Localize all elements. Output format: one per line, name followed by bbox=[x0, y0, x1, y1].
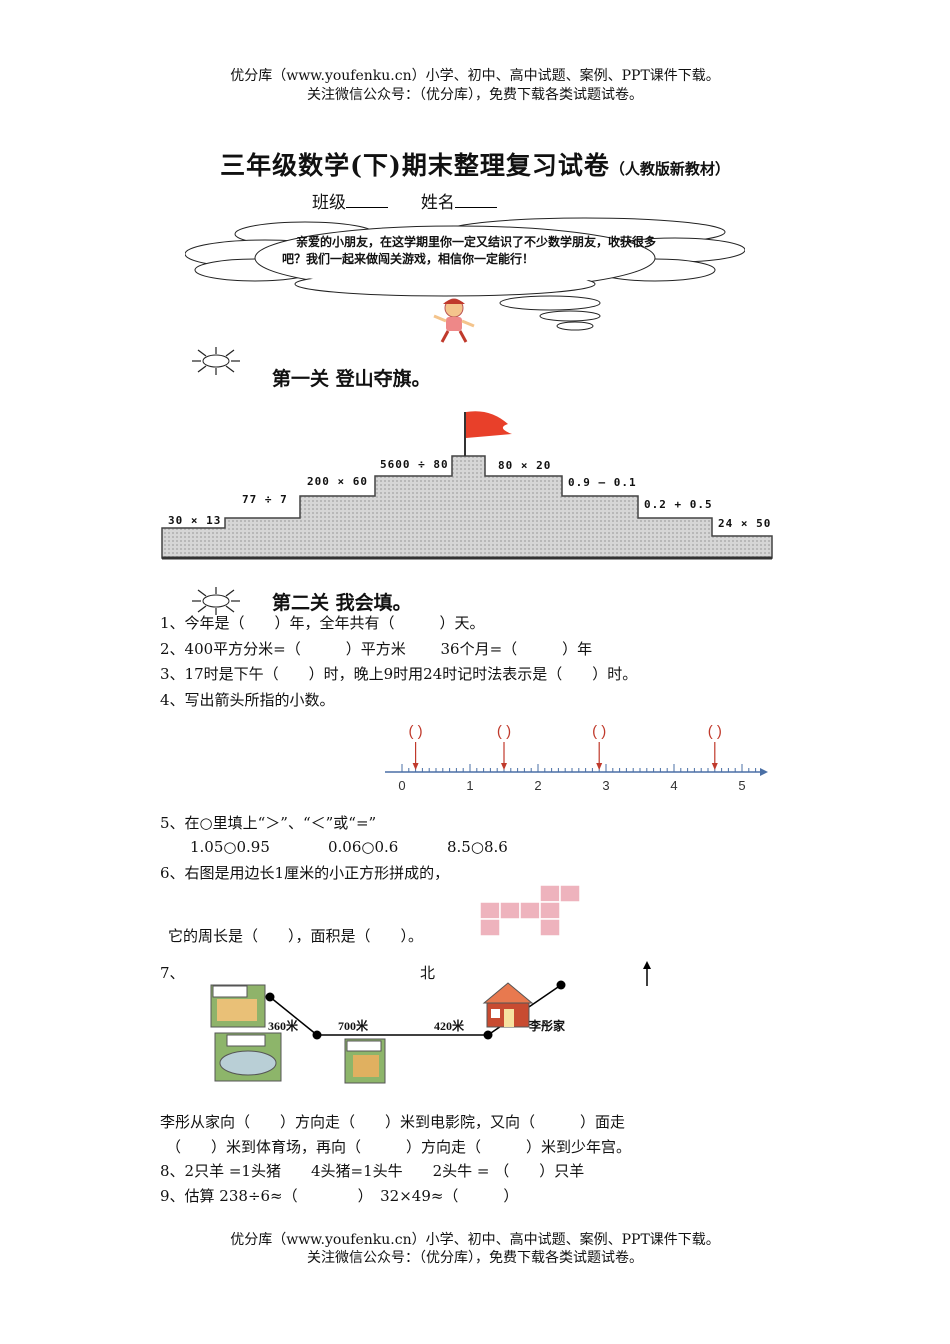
north-label: 北 bbox=[420, 964, 436, 982]
tick-label: 2 bbox=[534, 778, 541, 793]
distance-700: 700米 bbox=[338, 1019, 369, 1033]
question-8: 8、2只羊 =1头猪 4头猪=1头牛 2头牛 = （ ）只羊 bbox=[160, 1162, 585, 1180]
answer-bracket[interactable]: ( ) bbox=[497, 723, 511, 740]
title-main: 三年级数学(下)期末整理复习试卷 bbox=[220, 151, 610, 180]
footer-line-1: 优分库（www.youfenku.cn）小学、初中、高中试题、案例、PPT课件下… bbox=[230, 1232, 720, 1248]
number-line: 0 1 2 3 4 5 ( ) ( ) ( ) ( ) bbox=[385, 723, 768, 793]
arrow-head-icon bbox=[711, 763, 718, 770]
flag-icon bbox=[466, 411, 512, 438]
question-6a: 6、右图是用边长1厘米的小正方形拼成的， bbox=[160, 864, 450, 882]
route-map bbox=[210, 980, 566, 1084]
cartoon-girl-icon bbox=[433, 298, 475, 343]
intro-text: 亲爱的小朋友，在这学期里你一定又结识了不少数学朋友，收获很多吧？我们一起来做闯关… bbox=[282, 235, 657, 266]
footer-line-2: 关注微信公众号：（优分库），免费下载各类试题试卷。 bbox=[307, 1250, 643, 1266]
student-fields: 班级 姓名 bbox=[312, 188, 497, 213]
home-label: 李彤家 bbox=[529, 1019, 566, 1033]
speech-cloud-icon bbox=[185, 217, 745, 331]
sun-icon bbox=[192, 587, 240, 615]
stair-step-3: 200 × 60 bbox=[307, 475, 368, 488]
question-7-number: 7、 bbox=[160, 964, 185, 982]
axis-arrow-icon bbox=[760, 768, 768, 776]
section1-title: 第一关 登山夺旗。 bbox=[272, 368, 431, 390]
header-line-2: 关注微信公众号：（优分库），免费下载各类试题试卷。 bbox=[307, 87, 643, 103]
stair-step-5: 80 × 20 bbox=[498, 459, 552, 472]
stair-step-1: 30 × 13 bbox=[168, 514, 222, 527]
header-line-1: 优分库（www.youfenku.cn）小学、初中、高中试题、案例、PPT课件下… bbox=[230, 68, 720, 84]
north-arrow-icon bbox=[643, 961, 651, 986]
stair-step-7: 0.2 + 0.5 bbox=[644, 498, 713, 511]
tick-label: 3 bbox=[602, 778, 609, 793]
tick-label: 0 bbox=[398, 778, 405, 793]
compare-item-1[interactable]: 1.05○0.95 bbox=[190, 838, 270, 856]
house-icon bbox=[482, 982, 534, 1028]
distance-420: 420米 bbox=[434, 1019, 465, 1033]
tick-label: 1 bbox=[466, 778, 473, 793]
square-shape-figure bbox=[480, 885, 581, 937]
staircase-mountain bbox=[161, 411, 773, 560]
title-edition: （人教版新教材） bbox=[609, 160, 730, 178]
arrow-head-icon bbox=[596, 763, 603, 770]
stair-step-2: 77 ÷ 7 bbox=[242, 493, 288, 506]
distance-360: 360米 bbox=[268, 1019, 299, 1033]
question-1: 1、今年是（ ）年，全年共有（ ）天。 bbox=[160, 614, 485, 632]
tick-label: 5 bbox=[738, 778, 745, 793]
section2-title: 第二关 我会填。 bbox=[272, 592, 412, 614]
sun-icon bbox=[192, 347, 240, 375]
tick-label: 4 bbox=[670, 778, 677, 793]
youth-palace-icon bbox=[210, 984, 266, 1028]
answer-bracket[interactable]: ( ) bbox=[708, 723, 722, 740]
stair-step-4: 5600 ÷ 80 bbox=[380, 458, 449, 471]
question-5: 5、在○里填上“＞”、“＜”或“=” bbox=[160, 814, 377, 832]
stair-step-6: 0.9 – 0.1 bbox=[568, 476, 637, 489]
name-blank[interactable] bbox=[454, 193, 497, 208]
page-title: 三年级数学(下)期末整理复习试卷（人教版新教材） bbox=[0, 146, 950, 182]
question-7b: （ ）米到体育场，再向（ ）方向走（ ）米到少年宫。 bbox=[166, 1138, 632, 1156]
question-7a: 李彤从家向（ ）方向走（ ）米到电影院，又向（ ）面走 bbox=[160, 1113, 626, 1131]
answer-bracket[interactable]: ( ) bbox=[409, 723, 423, 740]
class-blank[interactable] bbox=[346, 193, 388, 208]
stadium-icon bbox=[214, 1032, 282, 1082]
arrow-head-icon bbox=[412, 763, 419, 770]
class-label: 班级 bbox=[312, 193, 346, 213]
compare-item-3[interactable]: 8.5○8.6 bbox=[447, 838, 508, 856]
arrow-head-icon bbox=[501, 763, 507, 770]
compare-item-2[interactable]: 0.06○0.6 bbox=[328, 838, 399, 856]
question-9: 9、估算 238÷6≈（ ） 32×49≈（ ） bbox=[160, 1187, 519, 1205]
answer-bracket[interactable]: ( ) bbox=[592, 723, 606, 740]
cinema-icon bbox=[344, 1038, 386, 1084]
question-3: 3、17时是下午（ ）时，晚上9时用24时记时法表示是（ ）时。 bbox=[160, 665, 638, 683]
question-6b: 它的周长是（ ），面积是（ ）。 bbox=[168, 927, 424, 945]
name-label: 姓名 bbox=[420, 193, 455, 213]
stair-step-8: 24 × 50 bbox=[718, 517, 772, 530]
question-4: 4、写出箭头所指的小数。 bbox=[160, 691, 335, 709]
question-2: 2、400平方分米=（ ）平方米 36个月=（ ）年 bbox=[160, 640, 593, 658]
